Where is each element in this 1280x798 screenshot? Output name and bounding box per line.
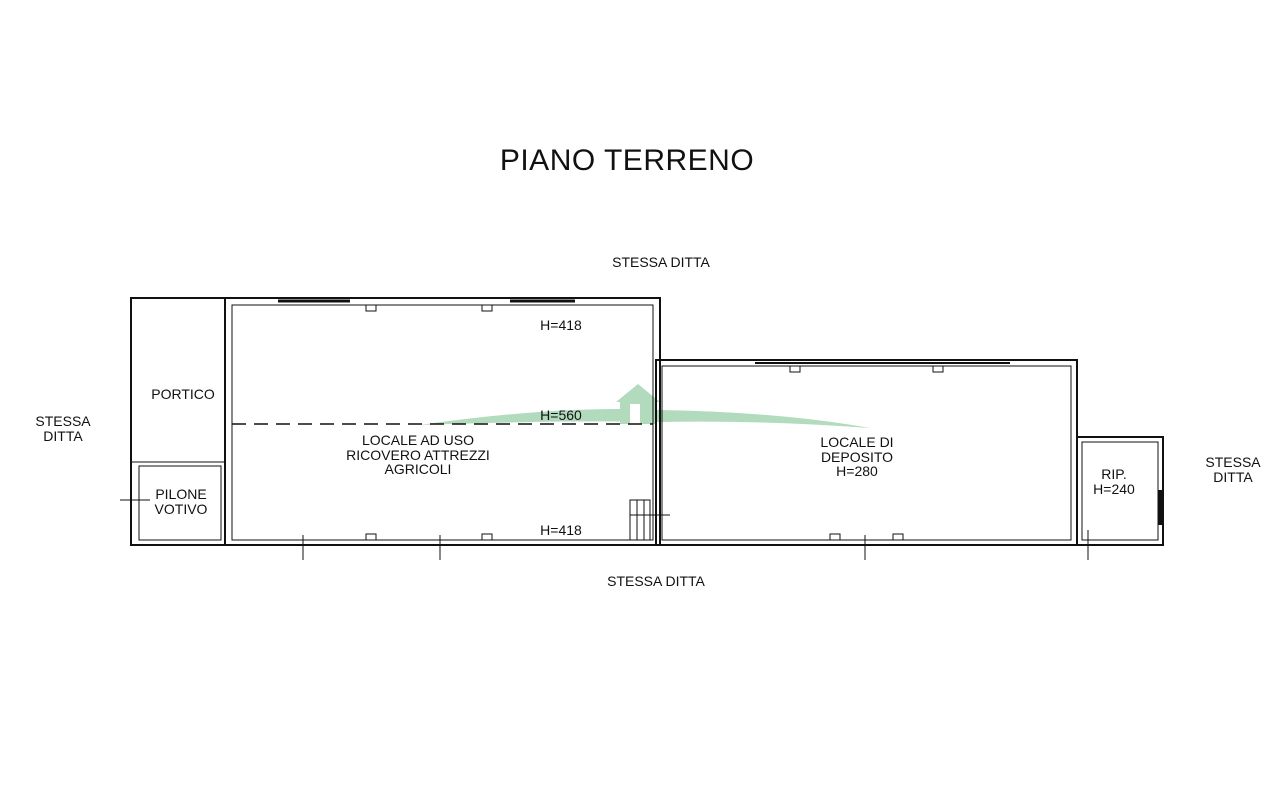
room-deposito: LOCALE DI DEPOSITO H=280 xyxy=(820,435,893,479)
neighbor-right: STESSA DITTA xyxy=(1205,455,1260,484)
room-ricovero: LOCALE AD USO RICOVERO ATTREZZI AGRICOLI xyxy=(346,433,490,477)
deposito-line1: LOCALE DI xyxy=(820,434,894,450)
walls xyxy=(120,297,1164,560)
rip-line1: RIP. xyxy=(1101,466,1127,482)
height-top: H=418 xyxy=(540,317,582,333)
neighbor-bottom: STESSA DITTA xyxy=(607,573,705,589)
rip-height: H=240 xyxy=(1093,480,1135,497)
room-pilone-votivo: PILONE VOTIVO xyxy=(155,487,208,516)
height-bottom: H=418 xyxy=(540,522,582,538)
height-mid: H=560 xyxy=(540,407,582,423)
neighbor-right-line2: DITTA xyxy=(1213,468,1253,485)
deposito-height: H=280 xyxy=(836,463,878,480)
neighbor-right-line1: STESSA xyxy=(1205,454,1261,470)
ricovero-line2: RICOVERO ATTREZZI xyxy=(346,446,490,463)
neighbor-left-line1: STESSA xyxy=(35,413,91,429)
neighbor-top: STESSA DITTA xyxy=(612,254,710,270)
deposito-line2: DEPOSITO xyxy=(820,448,894,465)
pilone-line1: PILONE xyxy=(155,486,207,502)
ricovero-line1: LOCALE AD USO xyxy=(361,432,475,448)
pilone-line2: VOTIVO xyxy=(154,500,208,517)
room-portico: PORTICO xyxy=(151,386,215,402)
ricovero-line3: AGRICOLI xyxy=(384,461,452,478)
neighbor-left-line2: DITTA xyxy=(43,427,83,444)
plan-title: PIANO TERRENO xyxy=(499,144,755,177)
neighbor-left: STESSA DITTA xyxy=(35,414,90,443)
watermark-logo xyxy=(420,384,870,428)
room-ripostiglio: RIP. H=240 xyxy=(1093,467,1135,496)
